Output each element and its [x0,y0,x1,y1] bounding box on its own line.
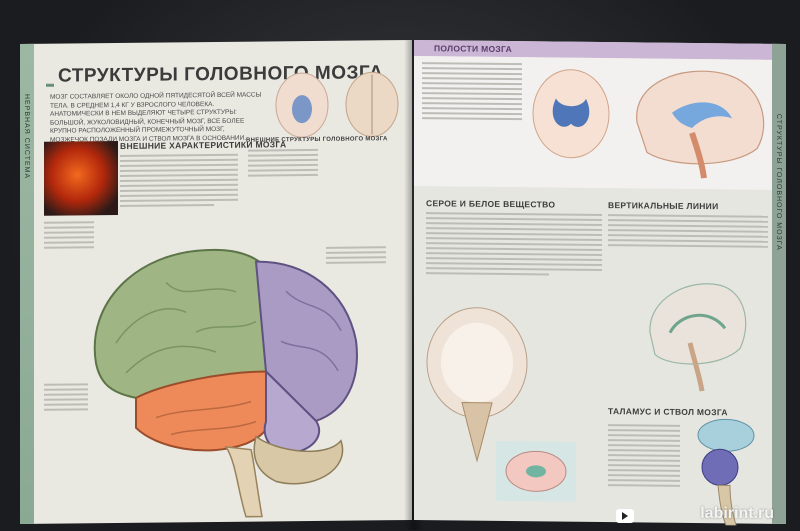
coronal-section-diagram [426,307,528,463]
right-page: ПОЛОСТИ МОЗГА СЕРОЕ И БЕЛОЕ ВЕЩЕСТВО ВЕР… [414,40,786,526]
right-side-band: СТРУКТУРЫ ГОЛОВНОГО МОЗГА [772,43,786,524]
intro-text: МОЗГ СОСТАВЛЯЕТ ОКОЛО ОДНОЙ ПЯТИДЕСЯТОЙ … [50,91,262,144]
annotation-lines-left [44,383,88,413]
annotation-lines-right [326,246,386,267]
subhead-gray-white: СЕРОЕ И БЕЛОЕ ВЕЩЕСТВО [426,198,556,210]
sagittal-section-diagram [649,283,747,392]
left-side-band: НЕРВНАЯ СИСТЕМА [20,43,34,525]
thalamus-text [608,424,680,490]
brain-cavities-panel [414,56,772,190]
left-page: НЕРВНАЯ СИСТЕМА СТРУКТУРЫ ГОЛОВНОГО МОЗГ… [20,39,412,525]
panel-text [422,62,522,123]
title-accent [46,83,54,87]
watermark-text: labirint.ru [700,505,774,522]
watermark-logo-icon [616,509,634,523]
text-block-left [120,153,238,210]
left-side-label: НЕРВНАЯ СИСТЕМА [23,93,30,180]
vertical-text [608,214,768,251]
large-brain-illustration [93,248,358,518]
subhead-vertical: ВЕРТИКАЛЬНЫЕ ЛИНИИ [608,200,719,212]
top-brain-diagrams [275,71,399,138]
panel-title: ПОЛОСТИ МОЗГА [434,43,513,55]
ventricles-side-diagram [636,70,765,179]
gray-matter-inset [496,440,576,502]
gray-white-text [426,212,602,279]
text-block-middle [248,148,318,180]
right-side-label: СТРУКТУРЫ ГОЛОВНОГО МОЗГА [775,113,782,251]
ventricles-front-diagram [532,69,610,159]
brain-scan-photo [44,141,118,216]
brainstem-diagram [697,418,755,526]
